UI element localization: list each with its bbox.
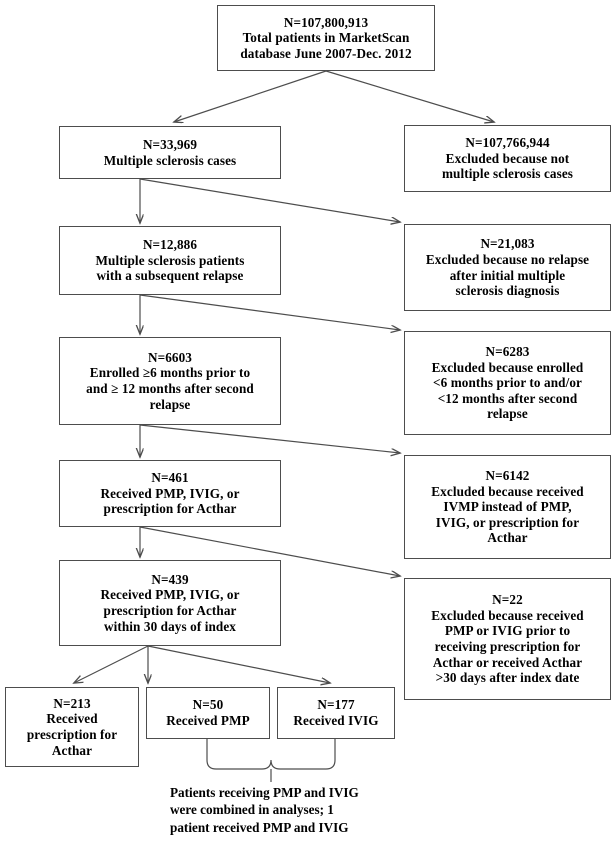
node-line: within 30 days of index (103, 618, 236, 634)
node-line: prescription for Acthar (103, 603, 237, 618)
node-line: Acthar or received Acthar (432, 654, 583, 670)
node-line: N=439 (151, 571, 189, 587)
node-line: N=461 (151, 470, 189, 486)
node-line: <6 months prior to and/or (433, 375, 582, 391)
node-received-treatment[interactable]: N=461 Received PMP, IVIG, or prescriptio… (59, 460, 281, 527)
node-line: Acthar (487, 530, 528, 546)
footnote-line: Patients receiving PMP and IVIG (170, 785, 359, 800)
node-line: Acthar (51, 742, 93, 758)
edge-to-ivig (147, 645, 330, 683)
node-ms-cases[interactable]: N=33,969 Multiple sclerosis cases (59, 126, 281, 179)
node-excluded-not-ms[interactable]: N=107,766,944 Excluded because not multi… (404, 125, 611, 192)
node-line: N=177 (317, 697, 355, 713)
node-line: database June 2007-Dec. 2012 (240, 45, 412, 61)
node-line: Received PMP, IVIG, or (100, 587, 240, 603)
edge-total-to-excluded-not-ms (325, 70, 494, 122)
node-line: Multiple sclerosis patients (95, 252, 245, 268)
node-line: Excluded because received (431, 483, 584, 499)
combination-footnote: Patients receiving PMP and IVIG were com… (170, 784, 359, 836)
node-line: Total patients in MarketScan (242, 30, 410, 46)
node-line: N=213 (53, 695, 91, 711)
edge-to-acthar-rx (74, 645, 149, 683)
node-line: Excluded because not (445, 150, 570, 166)
node-excluded-ivmp[interactable]: N=6142 Excluded because received IVMP in… (404, 455, 611, 559)
footnote-line: were combined in analyses; 1 (170, 802, 334, 818)
node-line: IVMP instead of PMP, (443, 499, 572, 515)
node-line: <12 months after second (437, 390, 578, 406)
node-line: Received PMP, IVIG, or (100, 485, 240, 501)
node-line: N=6283 (485, 344, 530, 360)
node-received-pmp[interactable]: N=50 Received PMP (146, 687, 270, 739)
edge-enrolled-to-excluded-ivmp (139, 424, 400, 453)
edge-relapse-to-excluded-enrollment (139, 294, 400, 330)
node-line: relapse (149, 396, 191, 412)
node-received-within-30[interactable]: N=439 Received PMP, IVIG, or prescriptio… (59, 560, 281, 646)
node-line: with a subsequent relapse (96, 268, 244, 284)
node-total-patients[interactable]: N=107,800,913 Total patients in MarketSc… (217, 5, 435, 71)
node-line: N=50 (192, 697, 224, 713)
node-line: Multiple sclerosis cases (103, 152, 237, 168)
node-excluded-no-relapse[interactable]: N=21,083 Excluded because no relapse aft… (404, 224, 611, 311)
node-line: receiving prescription for (434, 639, 581, 654)
node-excluded-timing[interactable]: N=22 Excluded because received PMP or IV… (404, 578, 611, 700)
node-line: after initial multiple (449, 267, 566, 283)
node-received-ivig[interactable]: N=177 Received IVIG (277, 687, 395, 739)
node-line: >30 days after index date (435, 670, 580, 686)
node-line: multiple sclerosis cases (441, 166, 574, 182)
node-line: Excluded because no relapse (425, 251, 590, 267)
node-line: N=33,969 (142, 136, 198, 152)
node-line: N=6603 (147, 349, 192, 365)
node-line: Excluded because received (431, 607, 584, 623)
node-line: Excluded because enrolled (431, 359, 584, 375)
node-line: N=12,886 (142, 237, 198, 253)
node-line: Received PMP (166, 713, 250, 728)
node-line: and ≥ 12 months after second (86, 381, 254, 396)
footnote-line: patient received PMP and IVIG (170, 819, 349, 835)
node-line: prescription for Acthar (103, 501, 237, 517)
node-enrolled[interactable]: N=6603 Enrolled ≥6 months prior to and ≥… (59, 337, 281, 425)
node-line: N=21,083 (480, 236, 535, 252)
node-excluded-enrollment[interactable]: N=6283 Excluded because enrolled <6 mont… (404, 331, 611, 435)
node-line: N=107,766,944 (465, 135, 550, 151)
node-line: N=6142 (485, 468, 530, 484)
edge-ms-to-excluded-no-relapse (139, 178, 400, 222)
node-line: IVIG, or prescription for (435, 514, 580, 530)
node-line: relapse (487, 406, 528, 422)
brace-pmp-ivig (206, 739, 336, 770)
node-ms-relapse[interactable]: N=12,886 Multiple sclerosis patients wit… (59, 226, 281, 295)
node-line: PMP or IVIG prior to (444, 623, 571, 639)
node-received-acthar-rx[interactable]: N=213 Received prescription for Acthar (5, 687, 139, 767)
node-line: N=107,800,913 (283, 14, 369, 30)
edge-total-to-ms (174, 70, 327, 122)
node-line: sclerosis diagnosis (455, 283, 560, 299)
node-line: Received (46, 711, 98, 727)
node-line: Enrolled ≥6 months prior to (89, 365, 251, 381)
node-line: N=22 (492, 592, 523, 608)
node-line: prescription for (26, 727, 118, 742)
node-line: Received IVIG (293, 713, 379, 728)
